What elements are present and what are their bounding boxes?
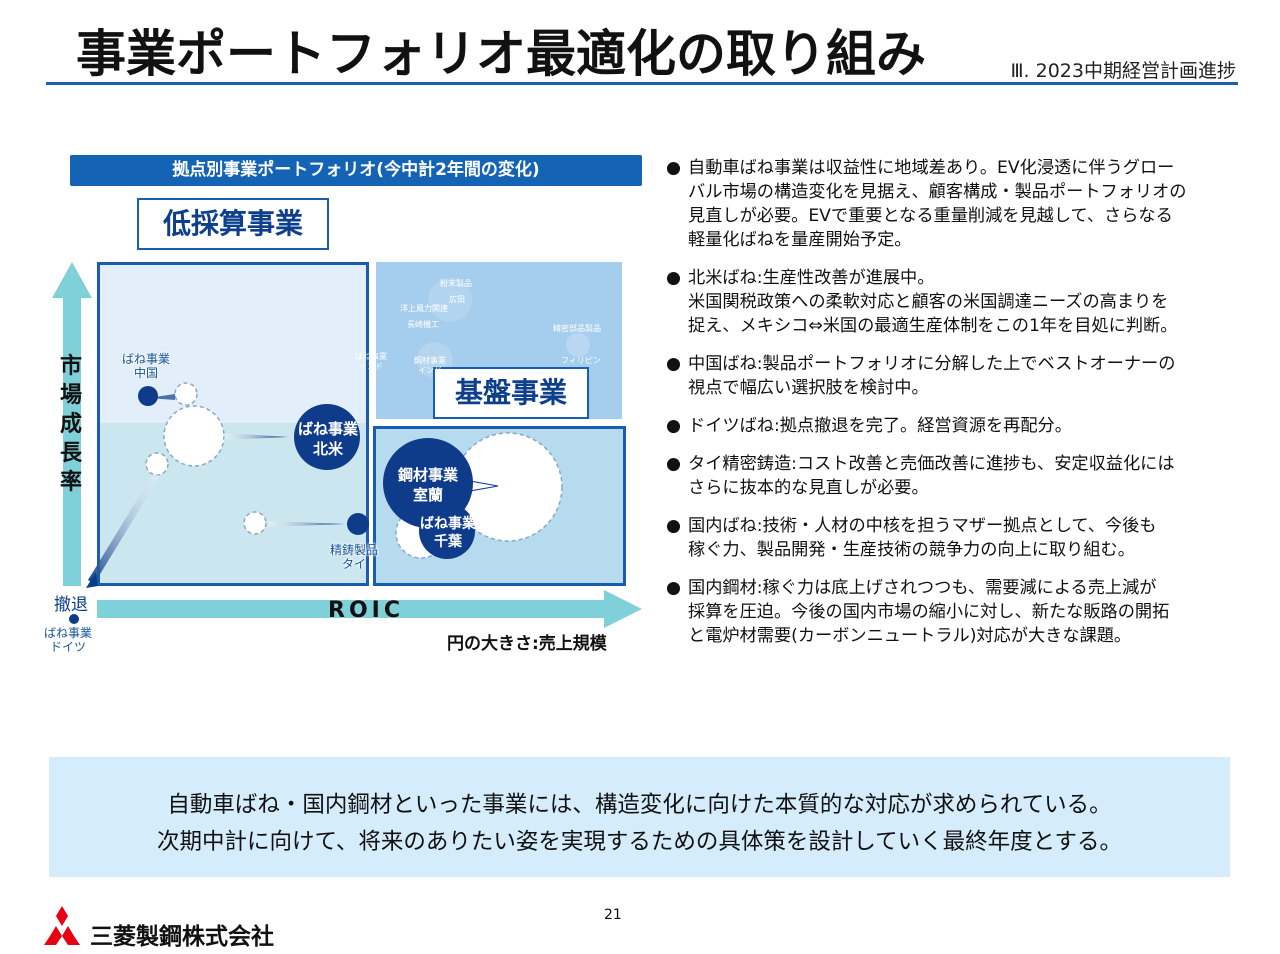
spring-germany-move-arrow bbox=[88, 472, 160, 584]
page-number: 21 bbox=[604, 907, 622, 923]
bullet-line: 米国関税政策への柔軟対応と顧客の米国調達ニーズの高まりを bbox=[688, 292, 1169, 312]
spring-na-bubble bbox=[294, 404, 360, 470]
bullet-line: 北米ばね:生産性改善が進展中。 bbox=[688, 268, 935, 288]
bullet-line: 稼ぐ力、製品開発・生産技術の競争力の向上に取り組む。 bbox=[688, 540, 1135, 560]
x-axis-arrow bbox=[97, 590, 642, 628]
page-title: 事業ポートフォリオ最適化の取り組み bbox=[76, 25, 926, 83]
spring-india-label: ばね事業インド bbox=[355, 352, 387, 371]
bullet-item: ● 北米ばね:生産性改善が進展中。米国関税政策への柔軟対応と顧客の米国調達ニーズの… bbox=[666, 266, 1240, 338]
bullet-line: 国内鋼材:稼ぐ力は底上げされつつも、需要減による売上減が bbox=[688, 578, 1157, 598]
spring-chiba-bubble bbox=[419, 503, 475, 559]
chart-heading: 拠点別事業ポートフォリオ(今中計2年間の変化) bbox=[70, 155, 642, 186]
bullet-item: ● 中国ばね:製品ポートフォリオに分解した上でベストオーナーの視点で幅広い選択肢を… bbox=[666, 352, 1240, 400]
philippines-bubble bbox=[566, 333, 590, 357]
base-business-label: 基盤事業 bbox=[433, 367, 589, 419]
bullet-line: バル市場の構造変化を見据え、顧客構成・製品ポートフォリオの bbox=[688, 182, 1187, 202]
offshore-wind-label: 洋上風力関連 bbox=[400, 304, 448, 313]
powder-bubble bbox=[428, 278, 472, 322]
bullet-dot-icon: ● bbox=[666, 516, 681, 536]
bullet-line: 軽量化ばねを量産開始予定。 bbox=[688, 230, 912, 250]
powder-label: 粉末製品 bbox=[440, 279, 472, 288]
bullet-item: ● 自動車ばね事業は収益性に地域差あり。EV化浸透に伴うグローバル市場の構造変化を… bbox=[666, 156, 1240, 252]
spring-china-label: ばね事業中国 bbox=[122, 352, 171, 380]
bullet-dot-icon: ● bbox=[666, 268, 681, 288]
hiroda-label: 広田 bbox=[449, 295, 465, 304]
steel-muroran-text: 鋼材事業室蘭 bbox=[397, 466, 458, 504]
casting-thai-bubble bbox=[347, 513, 369, 535]
y-axis-label: 市 場 成 長 率 bbox=[59, 354, 82, 495]
bullet-dot-icon: ● bbox=[666, 416, 681, 436]
circle-size-note: 円の大きさ:売上規模 bbox=[447, 634, 607, 654]
bullet-line: 自動車ばね事業は収益性に地域差あり。EV化浸透に伴うグロー bbox=[688, 158, 1175, 178]
bullet-line: 国内ばね:技術・人材の中核を担うマザー拠点として、今後も bbox=[688, 516, 1157, 536]
spring-china-bubble bbox=[138, 386, 158, 406]
bullet-line: 捉え、メキシコ⇔米国の最適生産体制をこの1年を目処に判断。 bbox=[688, 316, 1178, 336]
spring-germany-bubble bbox=[69, 614, 79, 624]
conclusion-line-1: 自動車ばね・国内鋼材といった事業には、構造変化に向けた本質的な対応が求められてい… bbox=[167, 792, 1112, 818]
steel-india-label: 鋼材事業インド bbox=[414, 356, 446, 375]
bullet-line: ドイツばね:拠点撤退を完了。経営資源を再配分。 bbox=[688, 416, 1072, 436]
nagasaki-label: 長崎機工 bbox=[407, 320, 439, 329]
bullet-dot-icon: ● bbox=[666, 454, 681, 474]
precision-parts-label: 精密部品製品 bbox=[553, 324, 601, 333]
bullet-line: 見直しが必要。EVで重要となる重量削減を見越して、さらなる bbox=[688, 206, 1173, 226]
bullet-line: タイ精密鋳造:コスト改善と売価改善に進捗も、安定収益化には bbox=[688, 454, 1175, 474]
spring-na-former-bubble bbox=[163, 405, 225, 467]
bullet-dot-icon: ● bbox=[666, 158, 681, 178]
bullet-list: ● 自動車ばね事業は収益性に地域差あり。EV化浸透に伴うグローバル市場の構造変化を… bbox=[666, 156, 1240, 662]
conclusion-panel: 自動車ばね・国内鋼材といった事業には、構造変化に向けた本質的な対応が求められてい… bbox=[49, 757, 1230, 877]
bullet-item: ● ドイツばね:拠点撤退を完了。経営資源を再配分。 bbox=[666, 414, 1240, 438]
title-divider bbox=[46, 82, 1238, 85]
philippines-label: フィリピン bbox=[561, 356, 601, 365]
spring-na-text: ばね事業北米 bbox=[297, 420, 358, 458]
company-name: 三菱製鋼株式会社 bbox=[90, 924, 274, 950]
bullet-line: 採算を圧迫。今後の国内市場の縮小に対し、新たな販路の開拓 bbox=[688, 602, 1170, 622]
withdraw-label: 撤退 bbox=[54, 595, 88, 615]
bullet-dot-icon: ● bbox=[666, 578, 681, 598]
bullet-line: さらに抜本的な見直しが必要。 bbox=[688, 478, 929, 498]
bullet-item: ● 国内鋼材:稼ぐ力は底上げされつつも、需要減による売上減が採算を圧迫。今後の国内… bbox=[666, 576, 1240, 648]
spring-germany-move-arrowhead bbox=[86, 572, 98, 588]
x-axis-label: ROIC bbox=[328, 598, 404, 623]
spring-na-move-arrow bbox=[224, 433, 288, 440]
spring-china-former-bubble bbox=[174, 382, 198, 406]
bullet-line: 中国ばね:製品ポートフォリオに分解した上でベストオーナーの bbox=[688, 354, 1176, 374]
bullet-item: ● 国内ばね:技術・人材の中核を担うマザー拠点として、今後も稼ぐ力、製品開発・生産… bbox=[666, 514, 1240, 562]
spring-germany-former-bubble bbox=[145, 452, 169, 476]
section-label: Ⅲ. 2023中期経営計画進捗 bbox=[1010, 60, 1236, 82]
casting-thai-former-bubble bbox=[243, 511, 267, 535]
bullet-line: 視点で幅広い選択肢を検討中。 bbox=[688, 378, 929, 398]
company-logo-icon bbox=[44, 906, 80, 945]
spring-germany-label: ばね事業ドイツ bbox=[44, 626, 93, 654]
conclusion-line-2: 次期中計に向けて、将来のありたい姿を実現するための具体策を設計していく最終年度と… bbox=[156, 829, 1123, 855]
casting-thai-move-arrow bbox=[268, 521, 345, 527]
low-profit-label: 低採算事業 bbox=[137, 198, 329, 250]
bullet-item: ● タイ精密鋳造:コスト改善と売価改善に進捗も、安定収益化にはさらに抜本的な見直し… bbox=[666, 452, 1240, 500]
spring-chiba-text: ばね事業千葉 bbox=[420, 516, 476, 550]
y-axis-arrow bbox=[52, 262, 92, 586]
bullet-line: と電炉材需要(カーボンニュートラル)対応が大きな課題。 bbox=[688, 626, 1132, 646]
bullet-dot-icon: ● bbox=[666, 354, 681, 374]
casting-thai-label: 精鋳製品タイ bbox=[330, 543, 379, 571]
